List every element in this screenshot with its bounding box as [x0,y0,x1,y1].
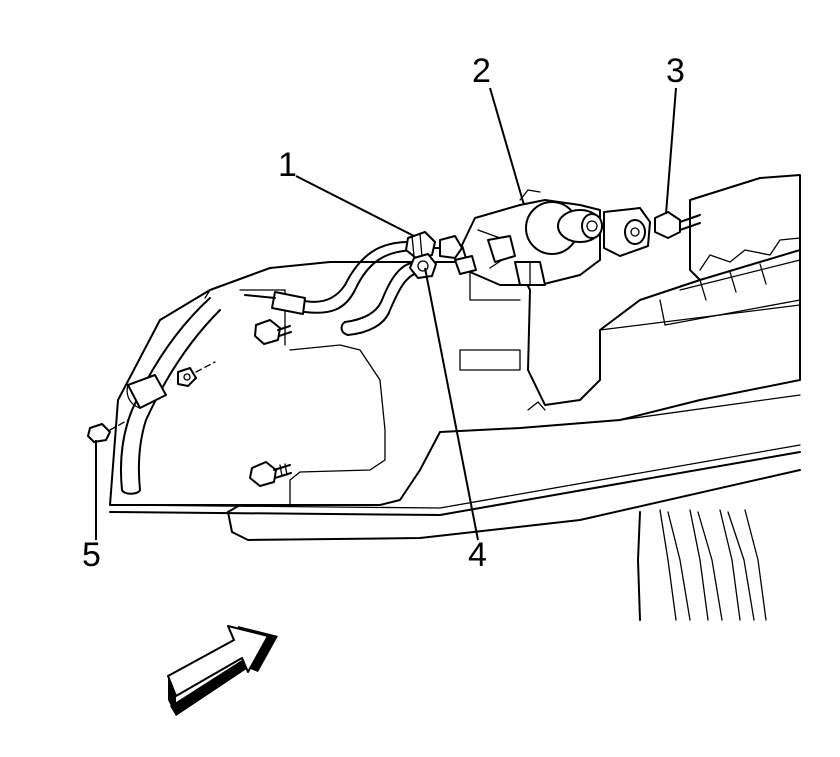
nut-right [654,211,701,239]
tire [637,509,767,621]
clip-nut [177,361,216,387]
leader-lines [95,87,677,541]
hoses [120,240,421,495]
fitting-upper [405,231,436,259]
fitting-lower [409,253,437,279]
callout-4: 4 [468,536,487,574]
callout-2: 2 [472,52,491,90]
mounting-bracket [109,244,801,506]
actuator-assembly [461,189,651,286]
callout-1: 1 [278,146,297,184]
right-side-panel [679,174,801,301]
callout-3: 3 [666,52,685,90]
bracket-bolt-upper [254,319,292,345]
callout-5: 5 [82,536,101,574]
front-direction-arrow-icon [167,625,278,716]
bracket-bolt-lower [249,461,292,487]
fittings-mid [434,235,477,275]
bolt-item-5 [87,419,129,443]
